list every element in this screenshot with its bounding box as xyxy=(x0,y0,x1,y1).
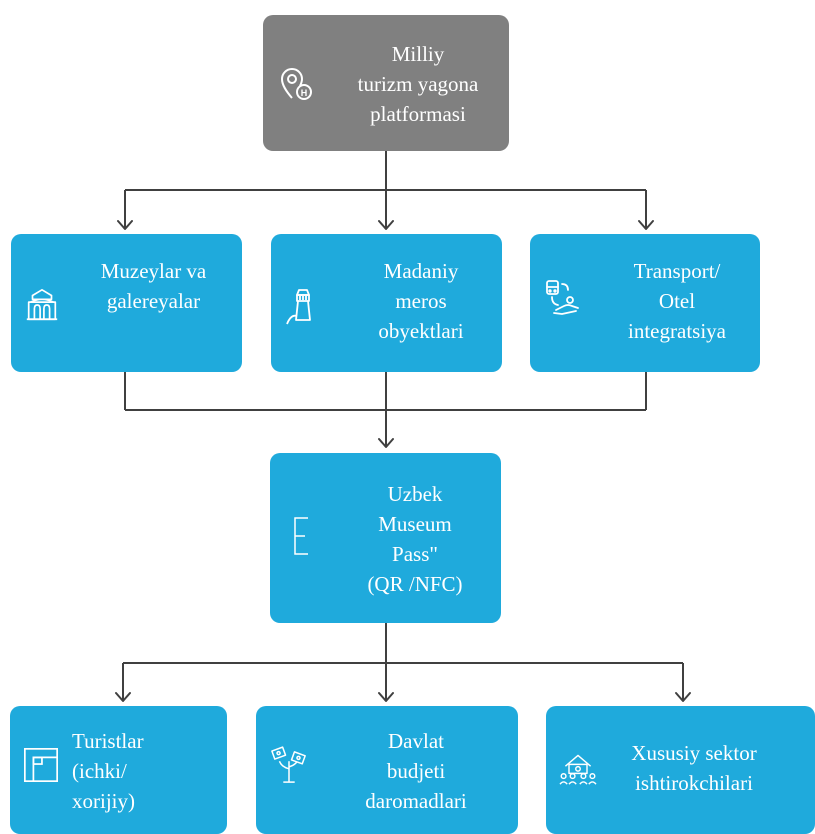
node-madaniy-meros: Madaniy meros obyektlari xyxy=(271,234,502,372)
lighthouse-icon xyxy=(286,289,311,325)
private-line-1: Xususiy sektor xyxy=(631,741,757,765)
node-muzeylar-galereyalar: Muzeylar va galereyalar xyxy=(11,234,242,372)
heritage-line-3: obyektlari xyxy=(378,319,464,343)
pass-line-4: (QR /NFC) xyxy=(367,572,463,596)
museum-icon xyxy=(26,288,58,321)
tourists-line-2: (ichki/ xyxy=(72,759,127,783)
transport-line-2: Otel xyxy=(658,289,696,313)
node-xususiy-sektor: Xususiy sektor ishtirokchilari xyxy=(546,706,815,834)
node-davlat-budjeti: Davlat budjeti daromadlari xyxy=(256,706,518,834)
heritage-line-1: Madaniy xyxy=(383,259,459,283)
pass-line-3: Pass" xyxy=(392,542,438,566)
location-pin-icon: H xyxy=(280,68,312,100)
node-milliy-turizm-platformasi: H Milliy turizm yagona platformasi xyxy=(263,15,509,151)
museums-line-1: Muzeylar va xyxy=(100,259,207,283)
pass-line-1: Uzbek xyxy=(387,482,443,506)
heritage-line-2: meros xyxy=(395,289,447,313)
budget-line-2: budjeti xyxy=(386,759,446,783)
letter-e-icon xyxy=(294,517,308,555)
community-group-icon xyxy=(559,754,597,785)
budget-line-3: daromadlari xyxy=(365,789,467,813)
node-turistlar: Turistlar (ichki/ xorijiy) xyxy=(10,706,227,834)
museums-line-2: galereyalar xyxy=(106,289,201,313)
private-line-2: ishtirokchilari xyxy=(635,771,753,795)
svg-text:H: H xyxy=(301,88,308,98)
transport-line-1: Transport/ xyxy=(633,259,721,283)
node-uzbek-museum-pass: Uzbek Museum Pass" (QR /NFC) xyxy=(270,453,501,623)
root-line-3: platformasi xyxy=(370,102,466,126)
money-plant-icon xyxy=(271,746,306,783)
transport-payment-icon xyxy=(546,280,579,315)
tourists-line-3: xorijiy) xyxy=(72,789,135,813)
root-line-1: Milliy xyxy=(391,42,445,66)
tourists-line-1: Turistlar xyxy=(72,729,144,753)
node-transport-otel: Transport/ Otel integratsiya xyxy=(530,234,760,372)
budget-line-1: Davlat xyxy=(388,729,444,753)
pass-line-2: Museum xyxy=(378,512,452,536)
corner-frame-icon xyxy=(23,747,59,783)
root-line-2: turizm yagona xyxy=(357,72,479,96)
transport-line-3: integratsiya xyxy=(628,319,726,343)
